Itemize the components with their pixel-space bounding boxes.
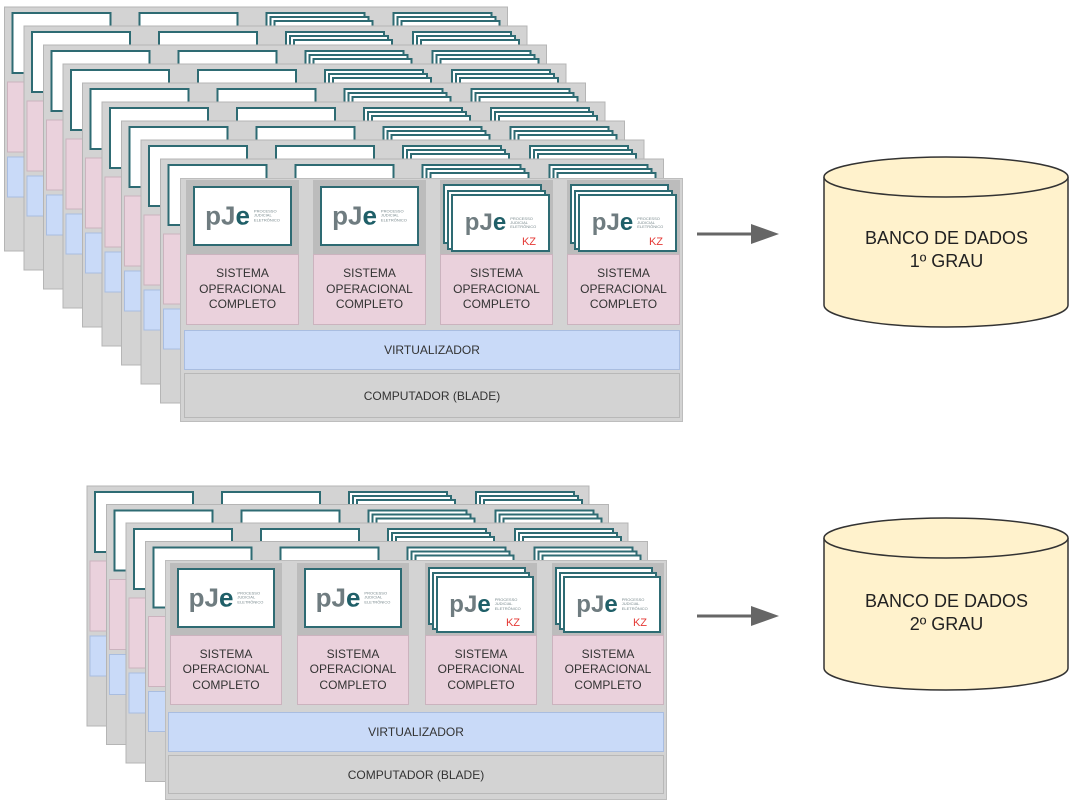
kz-label: KZ bbox=[648, 236, 663, 248]
virtualizer-layer: VIRTUALIZADOR bbox=[184, 330, 680, 370]
database-grade: 1º GRAU bbox=[909, 251, 984, 272]
database-cylinder-2: BANCO DE DADOS 2º GRAU bbox=[822, 516, 1069, 694]
kz-label: KZ bbox=[632, 617, 647, 629]
arrow-icon bbox=[697, 224, 779, 244]
os-box: SISTEMA OPERACIONAL COMPLETO bbox=[297, 635, 409, 705]
database-cylinder-1: BANCO DE DADOS 1º GRAU bbox=[822, 155, 1069, 330]
database-icon bbox=[823, 517, 1069, 691]
database-icon bbox=[823, 156, 1069, 328]
arrow-icon bbox=[697, 606, 779, 626]
database-title: BANCO DE DADOS bbox=[864, 228, 1029, 248]
os-box: SISTEMA OPERACIONAL COMPLETO bbox=[170, 635, 282, 705]
os-box: SISTEMA OPERACIONAL COMPLETO bbox=[186, 254, 299, 325]
virtualizer-layer: VIRTUALIZADOR bbox=[168, 712, 664, 752]
os-box: SISTEMA OPERACIONAL COMPLETO bbox=[440, 254, 553, 325]
database-grade: 2º GRAU bbox=[909, 614, 984, 635]
os-box: SISTEMA OPERACIONAL COMPLETO bbox=[313, 254, 426, 325]
computer-blade-layer: COMPUTADOR (BLADE) bbox=[168, 755, 664, 794]
os-box: SISTEMA OPERACIONAL COMPLETO bbox=[567, 254, 680, 325]
os-box: SISTEMA OPERACIONAL COMPLETO bbox=[425, 635, 537, 705]
database-title: BANCO DE DADOS bbox=[864, 591, 1029, 611]
os-box: SISTEMA OPERACIONAL COMPLETO bbox=[552, 635, 664, 705]
kz-label: KZ bbox=[505, 617, 520, 629]
computer-blade-layer: COMPUTADOR (BLADE) bbox=[184, 373, 680, 418]
kz-label: KZ bbox=[521, 236, 536, 248]
